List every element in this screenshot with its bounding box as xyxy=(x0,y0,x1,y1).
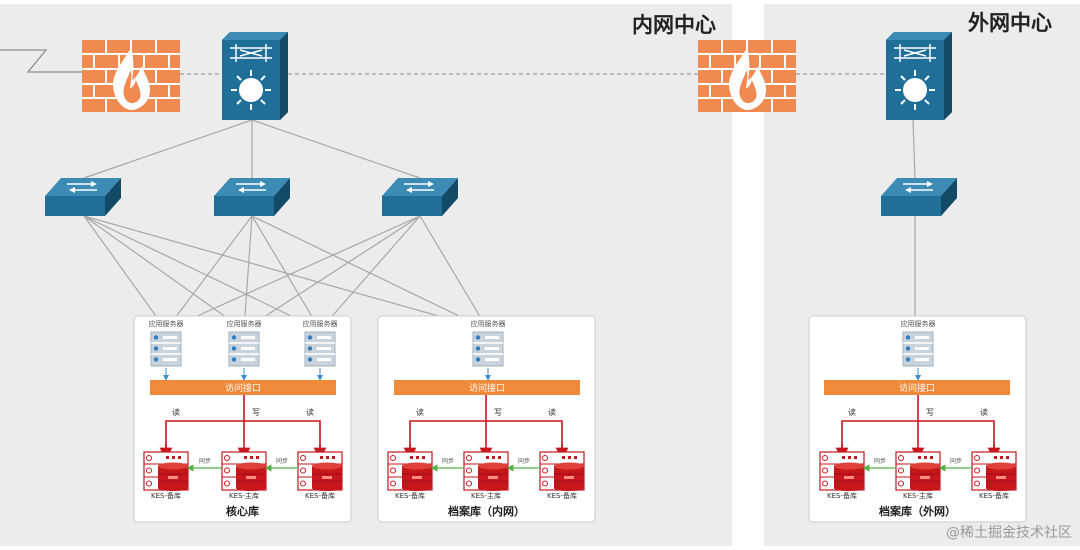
switch-icon xyxy=(381,177,459,217)
core-switch-icon xyxy=(885,31,953,121)
op-label: 读 xyxy=(172,407,180,417)
read-path xyxy=(165,420,321,454)
storage-card-title: 核心库 xyxy=(226,505,259,518)
database-label: KES-备库 xyxy=(827,491,857,500)
access-interface-bar xyxy=(394,380,580,395)
database-icon xyxy=(819,451,865,492)
op-label: 读 xyxy=(980,407,988,417)
uplink-group xyxy=(83,119,916,318)
sync-label: 同步 xyxy=(276,457,288,465)
database-icon xyxy=(539,451,585,492)
database-label: KES-备库 xyxy=(305,491,335,500)
database-label: KES-备库 xyxy=(151,491,181,500)
server-icon xyxy=(228,331,260,367)
read-path xyxy=(841,420,995,454)
access-interface-label: 访问接口 xyxy=(469,382,505,394)
database-icon xyxy=(463,451,509,492)
intranet-title: 内网中心 xyxy=(632,13,716,37)
database-icon xyxy=(387,451,433,492)
database-icon xyxy=(297,451,343,492)
switch-icon xyxy=(213,177,291,217)
watermark: @稀土掘金技术社区 xyxy=(946,525,1072,541)
access-interface-label: 访问接口 xyxy=(899,382,935,394)
server-label: 应用服务器 xyxy=(303,319,338,328)
op-label: 读 xyxy=(548,407,556,417)
firewall-icon xyxy=(697,39,797,113)
server-icon xyxy=(304,331,336,367)
core-switch-icon xyxy=(221,31,289,121)
access-interface-bar xyxy=(824,380,1010,395)
external-link xyxy=(0,49,82,73)
sync-label: 同步 xyxy=(518,457,530,465)
storage-card-title: 档案库（内网） xyxy=(448,505,525,518)
server-label: 应用服务器 xyxy=(149,319,184,328)
extranet-title: 外网中心 xyxy=(968,11,1052,35)
database-label: KES-主库 xyxy=(471,491,501,500)
op-label: 读 xyxy=(848,407,856,417)
firewall-icon xyxy=(81,39,181,113)
op-label: 写 xyxy=(252,408,260,417)
sync-label: 同步 xyxy=(199,457,211,465)
op-label: 写 xyxy=(926,408,934,417)
sync-label: 同步 xyxy=(442,457,454,465)
database-label: KES-主库 xyxy=(229,491,259,500)
switch-icon xyxy=(44,177,122,217)
database-icon xyxy=(971,451,1017,492)
server-label: 应用服务器 xyxy=(227,319,262,328)
read-path xyxy=(409,420,563,454)
server-icon xyxy=(150,331,182,367)
op-label: 写 xyxy=(494,408,502,417)
server-label: 应用服务器 xyxy=(471,319,506,328)
database-icon xyxy=(143,451,189,492)
database-label: KES-备库 xyxy=(395,491,425,500)
server-icon xyxy=(472,331,504,367)
sync-label: 同步 xyxy=(874,457,886,465)
access-interface-bar xyxy=(150,380,336,395)
sync-label: 同步 xyxy=(950,457,962,465)
op-label: 读 xyxy=(416,407,424,417)
database-label: KES-主库 xyxy=(903,491,933,500)
database-label: KES-备库 xyxy=(547,491,577,500)
access-interface-label: 访问接口 xyxy=(225,382,261,394)
server-icon xyxy=(902,331,934,367)
switch-icon xyxy=(880,177,958,217)
server-label: 应用服务器 xyxy=(901,319,936,328)
database-icon xyxy=(221,451,267,492)
database-icon xyxy=(895,451,941,492)
database-label: KES-备库 xyxy=(979,491,1009,500)
op-label: 读 xyxy=(306,407,314,417)
storage-card-title: 档案库（外网） xyxy=(879,505,956,518)
mesh-links xyxy=(83,215,489,331)
